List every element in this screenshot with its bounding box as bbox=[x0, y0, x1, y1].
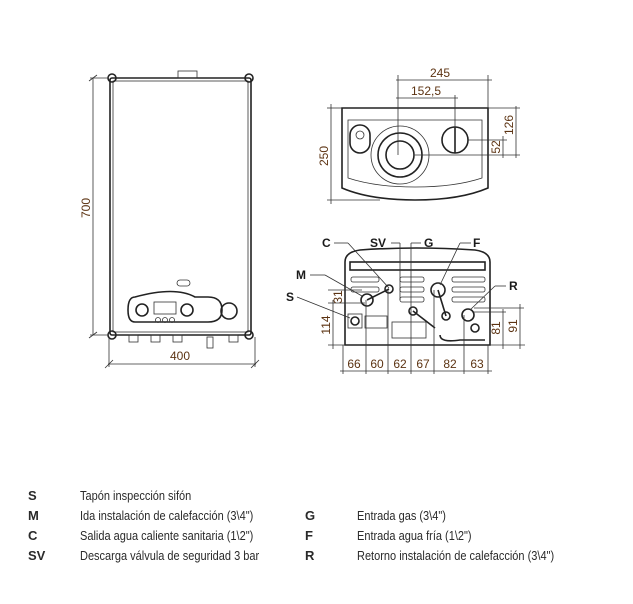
legend-text-sv: Descarga válvula de seguridad 3 bar bbox=[80, 549, 260, 563]
pressure-gauge bbox=[220, 302, 238, 320]
dim-60: 60 bbox=[370, 357, 384, 371]
dim-31: 31 bbox=[331, 290, 345, 304]
control-panel bbox=[127, 290, 223, 323]
logo-badge bbox=[176, 279, 191, 287]
callout-c: C bbox=[322, 236, 331, 250]
height-dimension: 700 bbox=[79, 198, 93, 218]
dim-82: 82 bbox=[443, 357, 457, 371]
depth-dimension: 250 bbox=[317, 146, 331, 166]
flue-offset-dimension: 152,5 bbox=[411, 84, 441, 98]
legend-key-m: M bbox=[28, 508, 39, 523]
callout-m: M bbox=[296, 268, 306, 282]
front-view: 700 400 bbox=[79, 70, 260, 369]
callout-s: S bbox=[286, 290, 294, 304]
legend-key-c: C bbox=[28, 528, 38, 543]
small-offset-dimension: 52 bbox=[489, 140, 503, 154]
legend-key-f: F bbox=[305, 528, 313, 543]
callout-g: G bbox=[424, 236, 433, 250]
dim-114: 114 bbox=[319, 315, 333, 334]
callout-sv: SV bbox=[370, 236, 386, 250]
callout-r: R bbox=[509, 279, 518, 293]
legend-text-f: Entrada agua fría (1\2") bbox=[357, 529, 472, 543]
right-offset-dimension: 126 bbox=[502, 115, 516, 135]
air-intake bbox=[349, 124, 371, 154]
width-dimension: 400 bbox=[170, 349, 190, 363]
legend-text-c: Salida agua caliente sanitaria (1\2") bbox=[80, 529, 254, 543]
flue-outlet bbox=[177, 70, 198, 79]
dim-67: 67 bbox=[416, 357, 430, 371]
bottom-view: C SV G F M S R 66 60 62 67 82 63 31 114 bbox=[286, 236, 525, 374]
legend-key-r: R bbox=[305, 548, 315, 563]
callout-f: F bbox=[473, 236, 480, 250]
dim-66: 66 bbox=[347, 357, 361, 371]
display-screen bbox=[153, 301, 177, 315]
legend-text-m: Ida instalación de calefacción (3\4") bbox=[80, 509, 254, 523]
legend-text-r: Retorno instalación de calefacción (3\4"… bbox=[357, 549, 555, 563]
top-view: 245 152,5 250 126 52 bbox=[317, 66, 520, 204]
dim-81: 81 bbox=[489, 321, 503, 335]
dim-63: 63 bbox=[470, 357, 484, 371]
legend-key-s: S bbox=[28, 488, 37, 503]
legend-text-g: Entrada gas (3\4") bbox=[357, 509, 446, 523]
dim-62: 62 bbox=[393, 357, 407, 371]
top-width-dimension: 245 bbox=[430, 66, 450, 80]
legend-key-g: G bbox=[305, 508, 316, 523]
legend-key-sv: SV bbox=[28, 548, 46, 563]
legend-text-s: Tapón inspección sifón bbox=[80, 489, 192, 503]
dim-91: 91 bbox=[506, 319, 520, 333]
